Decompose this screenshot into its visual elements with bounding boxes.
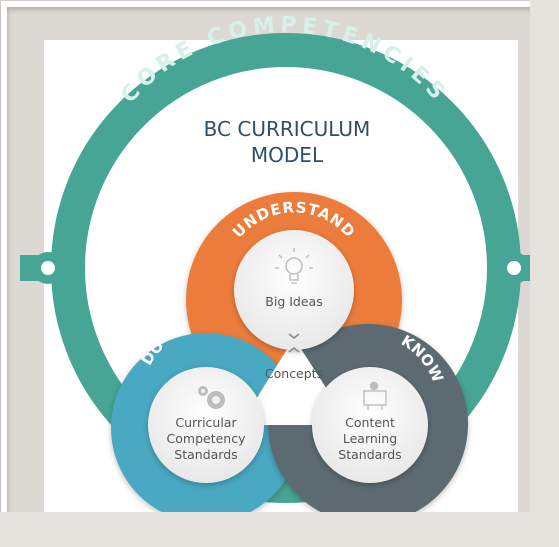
do-center-line-1: Curricular [175,415,237,430]
frame-bottom [0,512,559,543]
know-center-line-3: Standards [338,447,401,462]
title-line-2: MODEL [251,143,324,167]
chevron-up-icon [288,347,300,353]
lightbulb-icon [275,248,313,284]
know-center [312,367,428,483]
know-center-line-1: Content [345,415,395,430]
do-center-line-2: Competency [167,431,247,446]
understand-center [234,230,354,350]
frame-right [530,0,559,543]
teacher-at-board-icon [363,381,387,410]
left-ring-connector [20,252,64,284]
do-center [148,367,264,483]
chevron-down-icon [288,333,300,339]
big-ideas-label: Big Ideas [265,294,322,309]
title-line-1: BC CURRICULUM [204,117,371,141]
know-center-line-2: Learning [343,431,397,446]
right-ring-connector [498,252,538,284]
gears-icon [198,386,225,409]
concepts-label: Concepts [265,366,323,381]
do-center-line-3: Standards [174,447,237,462]
